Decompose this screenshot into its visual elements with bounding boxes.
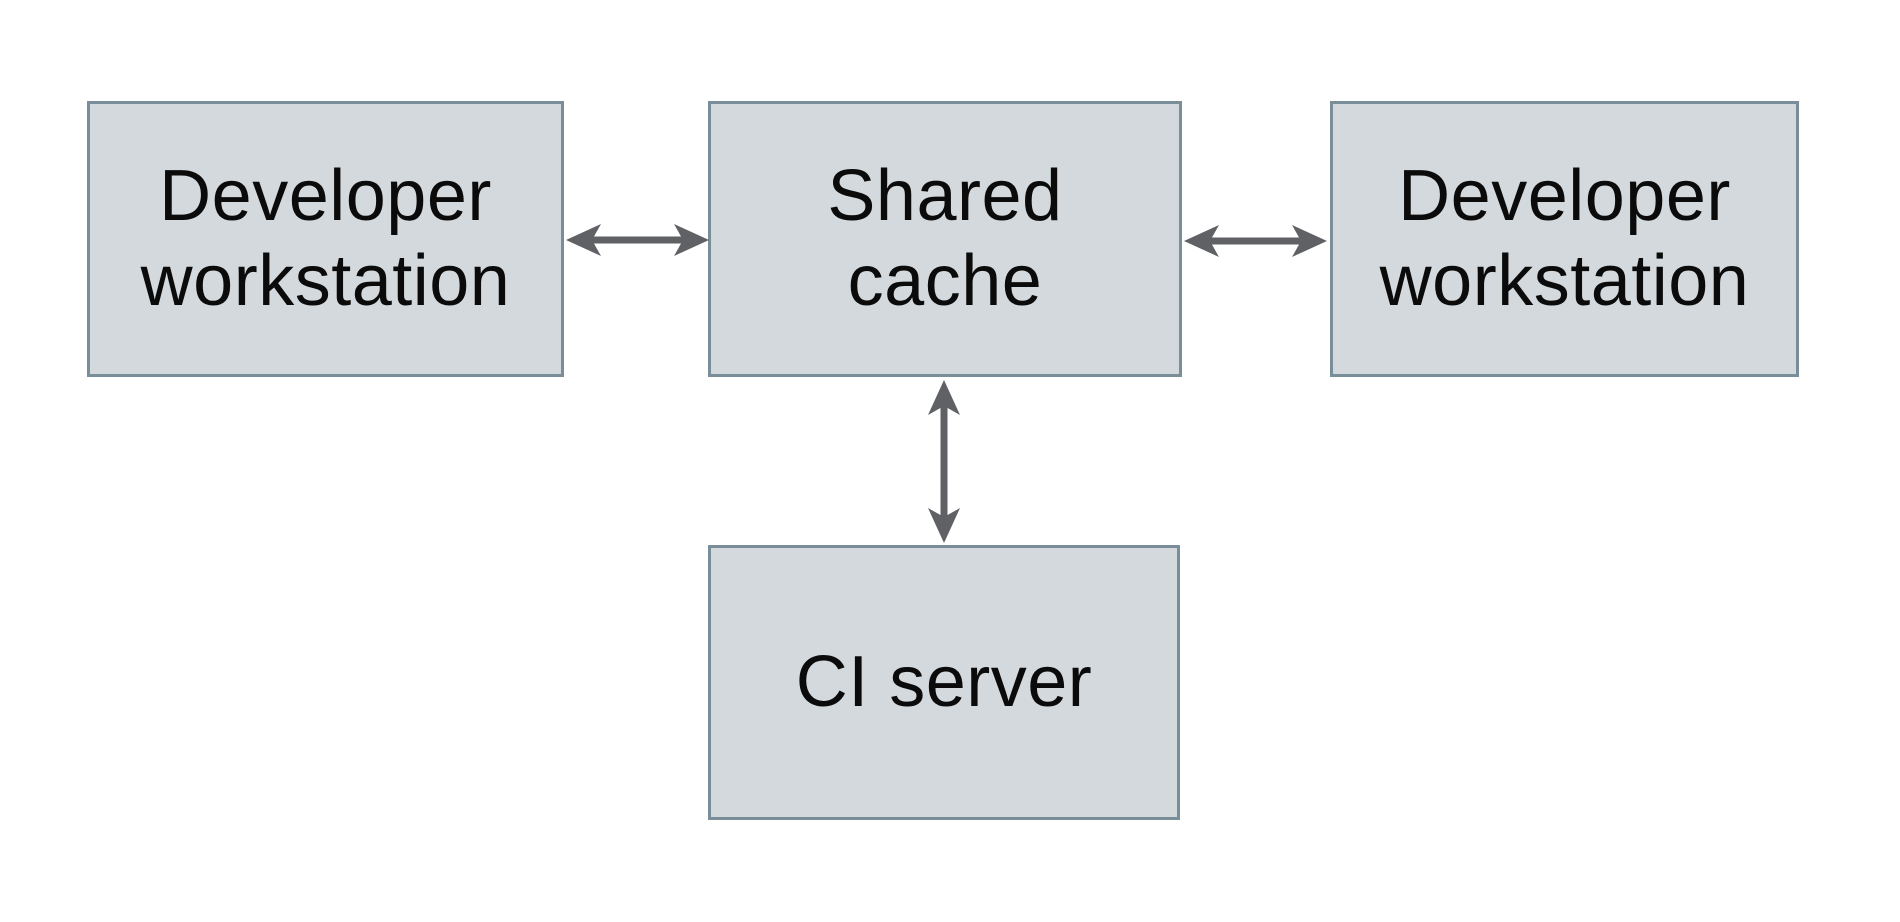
node-label-line: cache <box>847 241 1043 321</box>
node-developer-workstation-left: Developer workstation <box>87 101 564 377</box>
node-label-line: Developer <box>1398 156 1731 237</box>
node-label: Shared cache <box>827 154 1062 324</box>
bidirectional-arrow-vertical-icon <box>928 380 960 543</box>
node-label-line: Shared <box>827 156 1063 237</box>
bidirectional-arrow-right-icon <box>1184 225 1327 257</box>
node-developer-workstation-right: Developer workstation <box>1330 101 1799 377</box>
bidirectional-arrow-left-icon <box>566 224 709 256</box>
node-ci-server: CI server <box>708 545 1180 820</box>
node-label-line: CI server <box>795 642 1093 723</box>
node-label-line: workstation <box>1379 241 1750 321</box>
node-label-line: workstation <box>140 241 511 321</box>
node-label: Developer workstation <box>141 154 511 324</box>
node-label: Developer workstation <box>1380 154 1750 324</box>
node-shared-cache: Shared cache <box>708 101 1182 377</box>
node-label-line: Developer <box>159 156 492 237</box>
node-label: CI server <box>796 640 1093 725</box>
